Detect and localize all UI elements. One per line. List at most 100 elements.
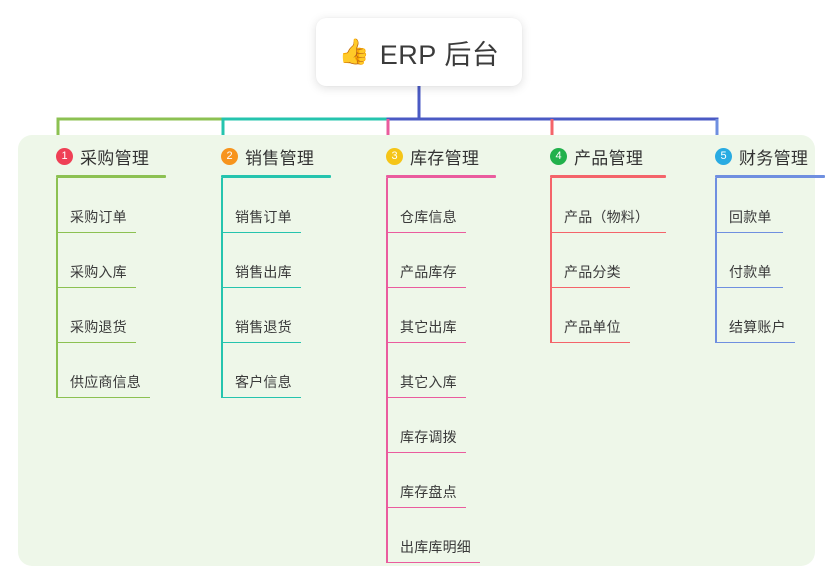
branch-item-underline (56, 286, 136, 288)
branch-header-underline (221, 175, 331, 178)
branch-item-label: 销售出库 (235, 264, 292, 280)
branch-index-badge: 2 (221, 147, 238, 165)
branch-item-label: 结算账户 (729, 319, 786, 335)
branch-item-label: 其它入库 (400, 374, 457, 390)
branch-item-underline (715, 286, 783, 288)
branch-item-underline (386, 341, 466, 343)
branch-item-underline (386, 561, 480, 563)
branch-item-underline (221, 396, 301, 398)
branch-item-list: 仓库信息产品库存其它出库其它入库库存调拨库存盘点出库库明细 (368, 178, 518, 563)
branch-item-label: 采购入库 (70, 264, 127, 280)
branch-item[interactable]: 仓库信息 (386, 178, 518, 233)
branch-item-label: 采购订单 (70, 209, 127, 225)
branch-item-underline (221, 286, 301, 288)
branch-item[interactable]: 产品单位 (550, 288, 687, 343)
branch-item-label: 库存盘点 (400, 484, 457, 500)
branch-item[interactable]: 销售出库 (221, 233, 353, 288)
branch-index-badge: 4 (550, 147, 567, 165)
branch-index-badge: 5 (715, 147, 732, 165)
branch-item[interactable]: 供应商信息 (56, 343, 188, 398)
branch-item-underline (386, 451, 466, 453)
root-node-title: ERP 后台 (379, 39, 500, 70)
branch-item-label: 产品单位 (564, 319, 621, 335)
branch-item-underline (221, 231, 301, 233)
branch-item[interactable]: 产品库存 (386, 233, 518, 288)
branch-item-underline (221, 341, 301, 343)
branch-item-label: 销售订单 (235, 209, 292, 225)
branch-item-label: 供应商信息 (70, 374, 141, 390)
branch-item-label: 产品库存 (400, 264, 457, 280)
branch-item-underline (550, 341, 630, 343)
branch-item-underline (56, 396, 150, 398)
branch-item[interactable]: 产品分类 (550, 233, 687, 288)
branch-header-underline (550, 175, 666, 178)
branch-item-underline (386, 396, 466, 398)
branch-item-label: 出库库明细 (400, 539, 471, 555)
branch-item-label: 销售退货 (235, 319, 292, 335)
branch-item-label: 产品分类 (564, 264, 621, 280)
branch-item[interactable]: 库存盘点 (386, 453, 518, 508)
branch-item-underline (386, 506, 466, 508)
branch-item[interactable]: 客户信息 (221, 343, 353, 398)
branch-item-list: 采购订单采购入库采购退货供应商信息 (38, 178, 188, 398)
branch-item[interactable]: 销售订单 (221, 178, 353, 233)
branch-item[interactable]: 采购入库 (56, 233, 188, 288)
branch-column: 2 销售管理销售订单销售出库销售退货客户信息 (203, 143, 353, 398)
branch-item-label: 产品（物料） (564, 209, 650, 225)
branch-spine (386, 178, 388, 563)
branch-item-underline (550, 231, 666, 233)
branch-item[interactable]: 库存调拨 (386, 398, 518, 453)
branch-item-list: 产品（物料） 产品分类产品单位 (532, 178, 687, 343)
thumbs-up-icon: 👍 (338, 37, 370, 66)
branch-spine (715, 178, 717, 343)
branch-item-underline (715, 341, 795, 343)
root-node[interactable]: 👍 ERP 后台 (316, 18, 522, 86)
branch-item-label: 仓库信息 (400, 209, 457, 225)
branch-item[interactable]: 采购订单 (56, 178, 188, 233)
branch-title: 库存管理 (410, 148, 480, 168)
branch-item[interactable]: 销售退货 (221, 288, 353, 343)
branch-item-list: 销售订单销售出库销售退货客户信息 (203, 178, 353, 398)
branch-item-underline (386, 231, 466, 233)
branch-header[interactable]: 2 销售管理 (203, 143, 353, 169)
branch-column: 1 采购管理采购订单采购入库采购退货供应商信息 (38, 143, 188, 398)
branch-item[interactable]: 结算账户 (715, 288, 839, 343)
branch-item-underline (550, 286, 630, 288)
branch-item-underline (56, 231, 136, 233)
branch-index-badge: 1 (56, 147, 73, 165)
branch-item[interactable]: 产品（物料） (550, 178, 687, 233)
branch-item-label: 回款单 (729, 209, 772, 225)
branch-title: 产品管理 (574, 148, 644, 168)
branch-item-underline (386, 286, 466, 288)
branch-item[interactable]: 出库库明细 (386, 508, 518, 563)
branch-item-underline (715, 231, 783, 233)
branch-item[interactable]: 付款单 (715, 233, 839, 288)
branch-spine (550, 178, 552, 343)
branch-item[interactable]: 回款单 (715, 178, 839, 233)
branch-header-underline (56, 175, 166, 178)
branch-item[interactable]: 其它出库 (386, 288, 518, 343)
branch-header[interactable]: 1 采购管理 (38, 143, 188, 169)
branch-header-underline (715, 175, 825, 178)
diagram-panel (18, 135, 815, 566)
branch-item-label: 付款单 (729, 264, 772, 280)
branch-item-label: 其它出库 (400, 319, 457, 335)
branch-header[interactable]: 4 产品管理 (532, 143, 687, 169)
branch-item-label: 客户信息 (235, 374, 292, 390)
branch-title: 销售管理 (245, 148, 315, 168)
branch-item-underline (56, 341, 136, 343)
branch-title: 采购管理 (80, 148, 150, 168)
branch-spine (56, 178, 58, 398)
branch-item-label: 库存调拨 (400, 429, 457, 445)
branch-item[interactable]: 采购退货 (56, 288, 188, 343)
branch-spine (221, 178, 223, 398)
branch-item[interactable]: 其它入库 (386, 343, 518, 398)
branch-item-list: 回款单付款单结算账户 (697, 178, 839, 343)
branch-column: 4 产品管理产品（物料） 产品分类产品单位 (532, 143, 687, 343)
branch-item-label: 采购退货 (70, 319, 127, 335)
branch-header-underline (386, 175, 496, 178)
